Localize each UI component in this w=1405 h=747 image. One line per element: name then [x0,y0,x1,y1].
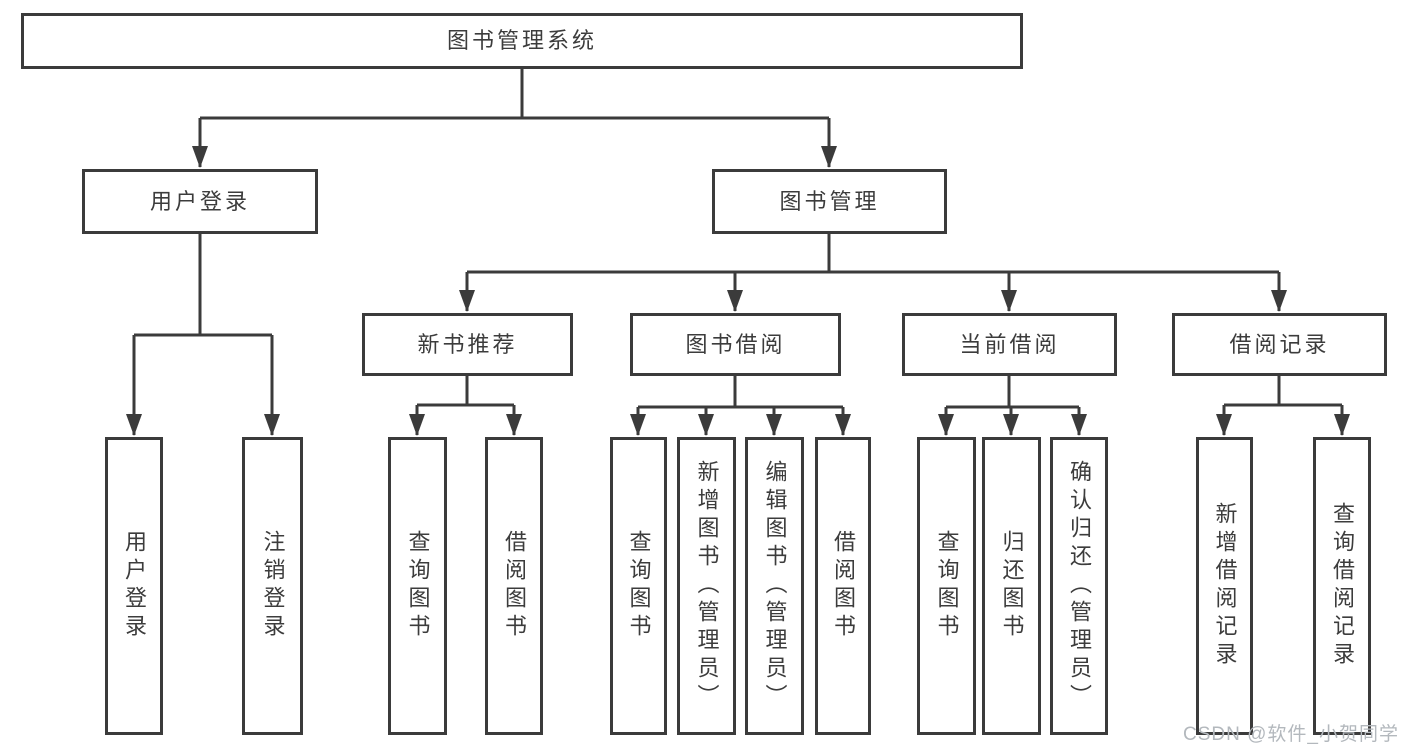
node-book-management: 图书管理 [712,169,947,234]
node-label: 查询图书 [934,530,960,642]
node-library-management-system: 图书管理系统 [21,13,1023,69]
node-label: 借阅记录 [1229,331,1330,357]
node-label: 借阅图书 [502,530,527,642]
leaf-confirm-return-admin: 确认归还（管理员） [1050,437,1108,735]
node-label: 图书管理 [779,188,880,214]
node-label: 查询借阅记录 [1330,502,1355,670]
edges-user-login-children [126,234,280,436]
leaf-return-books: 归还图书 [982,437,1041,735]
node-label: 查询图书 [405,530,431,642]
leaf-add-books-admin: 新增图书（管理员） [677,437,736,735]
edges-book-borrowing-children [630,376,851,436]
leaf-logout: 注销登录 [242,437,303,735]
node-label: 新书推荐 [417,331,518,357]
edges-borrowing-records-children [1216,376,1350,436]
leaf-query-books-current: 查询图书 [917,437,976,735]
node-label: 用户登录 [149,188,250,214]
node-book-borrowing: 图书借阅 [630,313,841,376]
node-label: 新增图书（管理员） [694,460,720,712]
node-label: 确认归还（管理员） [1067,460,1092,712]
node-label: 注销登录 [260,530,286,642]
node-borrowing-records: 借阅记录 [1172,313,1387,376]
edges-new-book-recommend-children [409,376,522,436]
node-label: 新增借阅记录 [1212,502,1238,670]
leaf-borrow-books-recommend: 借阅图书 [485,437,543,735]
csdn-watermark: CSDN @软件_小贺同学 [1183,724,1399,745]
edges-root-to-level2 [192,69,837,168]
node-label: 借阅图书 [831,530,856,642]
node-label: 用户登录 [122,530,147,642]
node-label: 当前借阅 [959,331,1060,357]
leaf-borrow-books-borrowing: 借阅图书 [815,437,871,735]
leaf-add-borrow-record: 新增借阅记录 [1196,437,1253,735]
leaf-query-books-recommend: 查询图书 [388,437,447,735]
edges-book-management-children [459,234,1287,312]
node-label: 归还图书 [999,530,1025,642]
node-label: 查询图书 [626,530,652,642]
leaf-query-borrow-record: 查询借阅记录 [1313,437,1371,735]
node-label: 图书管理系统 [446,28,597,53]
leaf-query-books-borrowing: 查询图书 [610,437,667,735]
leaf-edit-books-admin: 编辑图书（管理员） [745,437,804,735]
node-user-login: 用户登录 [82,169,318,234]
node-new-book-recommend: 新书推荐 [362,313,573,376]
node-label: 图书借阅 [685,331,786,357]
edges-current-borrowing-children [938,376,1087,436]
node-current-borrowing: 当前借阅 [902,313,1117,376]
node-label: 编辑图书（管理员） [762,460,788,712]
leaf-user-login: 用户登录 [105,437,163,735]
